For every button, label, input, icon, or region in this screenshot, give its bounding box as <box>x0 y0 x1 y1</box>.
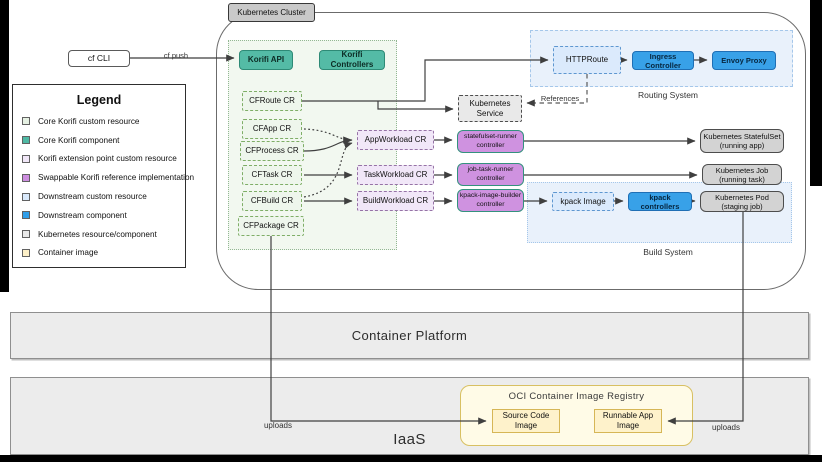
kubernetes-service-node: Kubernetes Service <box>458 95 522 122</box>
iaas-label: IaaS <box>393 431 426 448</box>
runnable-app-image-node: Runnable App Image <box>594 409 662 433</box>
node-sublabel: controller <box>476 141 505 149</box>
node-label: statefulset-runner <box>464 133 517 141</box>
container-platform-label: Container Platform <box>351 328 468 343</box>
kpack-controllers-node: kpack controllers <box>628 192 692 211</box>
legend-item-label: Downstream component <box>38 210 127 220</box>
node-label: job-task-runner <box>467 166 514 174</box>
legend-item-label: Kubernetes resource/component <box>38 229 157 239</box>
legend-swatch-downstream-component <box>22 211 30 220</box>
node-label: Kubernetes Pod <box>715 192 769 202</box>
legend-swatch-core-korifi-cr <box>22 117 30 126</box>
legend-item: Kubernetes resource/component <box>22 225 181 244</box>
cfbuild-cr-node: CFBuild CR <box>242 191 302 211</box>
kubernetes-statefulset-node: Kubernetes StatefulSet (running app) <box>700 129 784 153</box>
statefulset-runner-controller-node: statefulset-runner controller <box>457 130 524 153</box>
build-system-label: Build System <box>643 247 693 257</box>
legend-item: Core Korifi custom resource <box>22 112 181 131</box>
kpack-image-builder-controller-node: kpack-image-builder controller <box>457 189 524 212</box>
node-label: kpack-image-builder <box>459 192 522 200</box>
node-label: Kubernetes StatefulSet <box>703 132 781 141</box>
legend-swatch-swappable-impl <box>22 173 30 182</box>
node-sublabel: (running app) <box>719 141 765 150</box>
node-sublabel: Service <box>476 108 504 118</box>
korifi-controllers-node: Korifi Controllers <box>319 50 385 70</box>
legend-item: Core Korifi component <box>22 131 181 150</box>
cfpackage-cr-node: CFPackage CR <box>238 216 304 236</box>
node-label: Source Code <box>502 411 550 421</box>
legend-item: Swappable Korifi reference implementatio… <box>22 168 194 187</box>
node-sublabel: Image <box>514 421 538 430</box>
node-sublabel: controller <box>476 174 505 182</box>
node-label: Kubernetes <box>469 98 511 108</box>
ingress-controller-node: Ingress Controller <box>632 51 694 70</box>
legend-item-label: Core Korifi custom resource <box>38 116 140 126</box>
node-sublabel: controller <box>476 200 505 208</box>
legend-swatch-core-korifi-component <box>22 136 30 145</box>
cfroute-cr-node: CFRoute CR <box>242 91 302 111</box>
cftask-cr-node: CFTask CR <box>242 165 302 185</box>
cf-push-label: cf push <box>163 51 189 60</box>
node-label: Kubernetes Job <box>715 165 769 175</box>
routing-system-label: Routing System <box>638 90 698 100</box>
node-sublabel: (staging job) <box>721 201 763 211</box>
container-platform-band: Container Platform <box>10 312 809 359</box>
httproute-node: HTTPRoute <box>553 46 621 74</box>
legend-items: Core Korifi custom resource Core Korifi … <box>22 112 194 263</box>
kpack-image-node: kpack Image <box>552 192 614 211</box>
taskworkload-cr-node: TaskWorkload CR <box>357 165 434 185</box>
job-task-runner-controller-node: job-task-runner controller <box>457 163 524 186</box>
legend-swatch-extension-point-cr <box>22 154 30 163</box>
legend-item-label: Swappable Korifi reference implementatio… <box>38 173 195 183</box>
source-code-image-node: Source Code Image <box>492 409 560 433</box>
screen-edge-left <box>0 0 9 292</box>
korifi-api-node: Korifi API <box>239 50 293 70</box>
legend-item: Korifi extension point custom resource <box>22 150 181 169</box>
cfprocess-cr-node: CFProcess CR <box>240 141 304 161</box>
legend-item: Container image <box>22 244 181 263</box>
oci-registry-title: OCI Container Image Registry <box>508 391 645 402</box>
kubernetes-pod-node: Kubernetes Pod (staging job) <box>700 191 784 212</box>
envoy-proxy-node: Envoy Proxy <box>712 51 776 70</box>
legend-item: Downstream custom resource <box>22 187 181 206</box>
legend-item-label: Korifi extension point custom resource <box>38 154 177 164</box>
node-sublabel: (running task) <box>719 174 765 184</box>
screen-edge-right <box>810 0 822 186</box>
legend-swatch-container-image <box>22 248 30 257</box>
appworkload-cr-node: AppWorkload CR <box>357 130 434 150</box>
legend: Legend Core Korifi custom resource Core … <box>12 84 194 268</box>
buildworkload-cr-node: BuildWorkload CR <box>357 191 434 211</box>
cfapp-cr-node: CFApp CR <box>242 119 302 139</box>
uploads-label-right: uploads <box>711 423 741 432</box>
node-sublabel: Image <box>616 421 640 430</box>
uploads-label-left: uploads <box>263 421 293 430</box>
references-label: References <box>540 94 580 103</box>
legend-title: Legend <box>76 93 122 107</box>
node-label: Runnable App <box>602 411 654 421</box>
kubernetes-job-node: Kubernetes Job (running task) <box>702 164 782 185</box>
legend-item-label: Container image <box>38 248 99 258</box>
legend-swatch-downstream-cr <box>22 192 30 201</box>
kubernetes-cluster-label: Kubernetes Cluster <box>228 3 315 22</box>
legend-item-label: Downstream custom resource <box>38 192 147 202</box>
legend-item-label: Core Korifi component <box>38 135 120 145</box>
cf-cli-node: cf CLI <box>68 50 130 67</box>
screen-edge-bottom <box>0 455 822 462</box>
legend-item: Downstream component <box>22 206 181 225</box>
legend-swatch-k8s-resource <box>22 230 30 239</box>
